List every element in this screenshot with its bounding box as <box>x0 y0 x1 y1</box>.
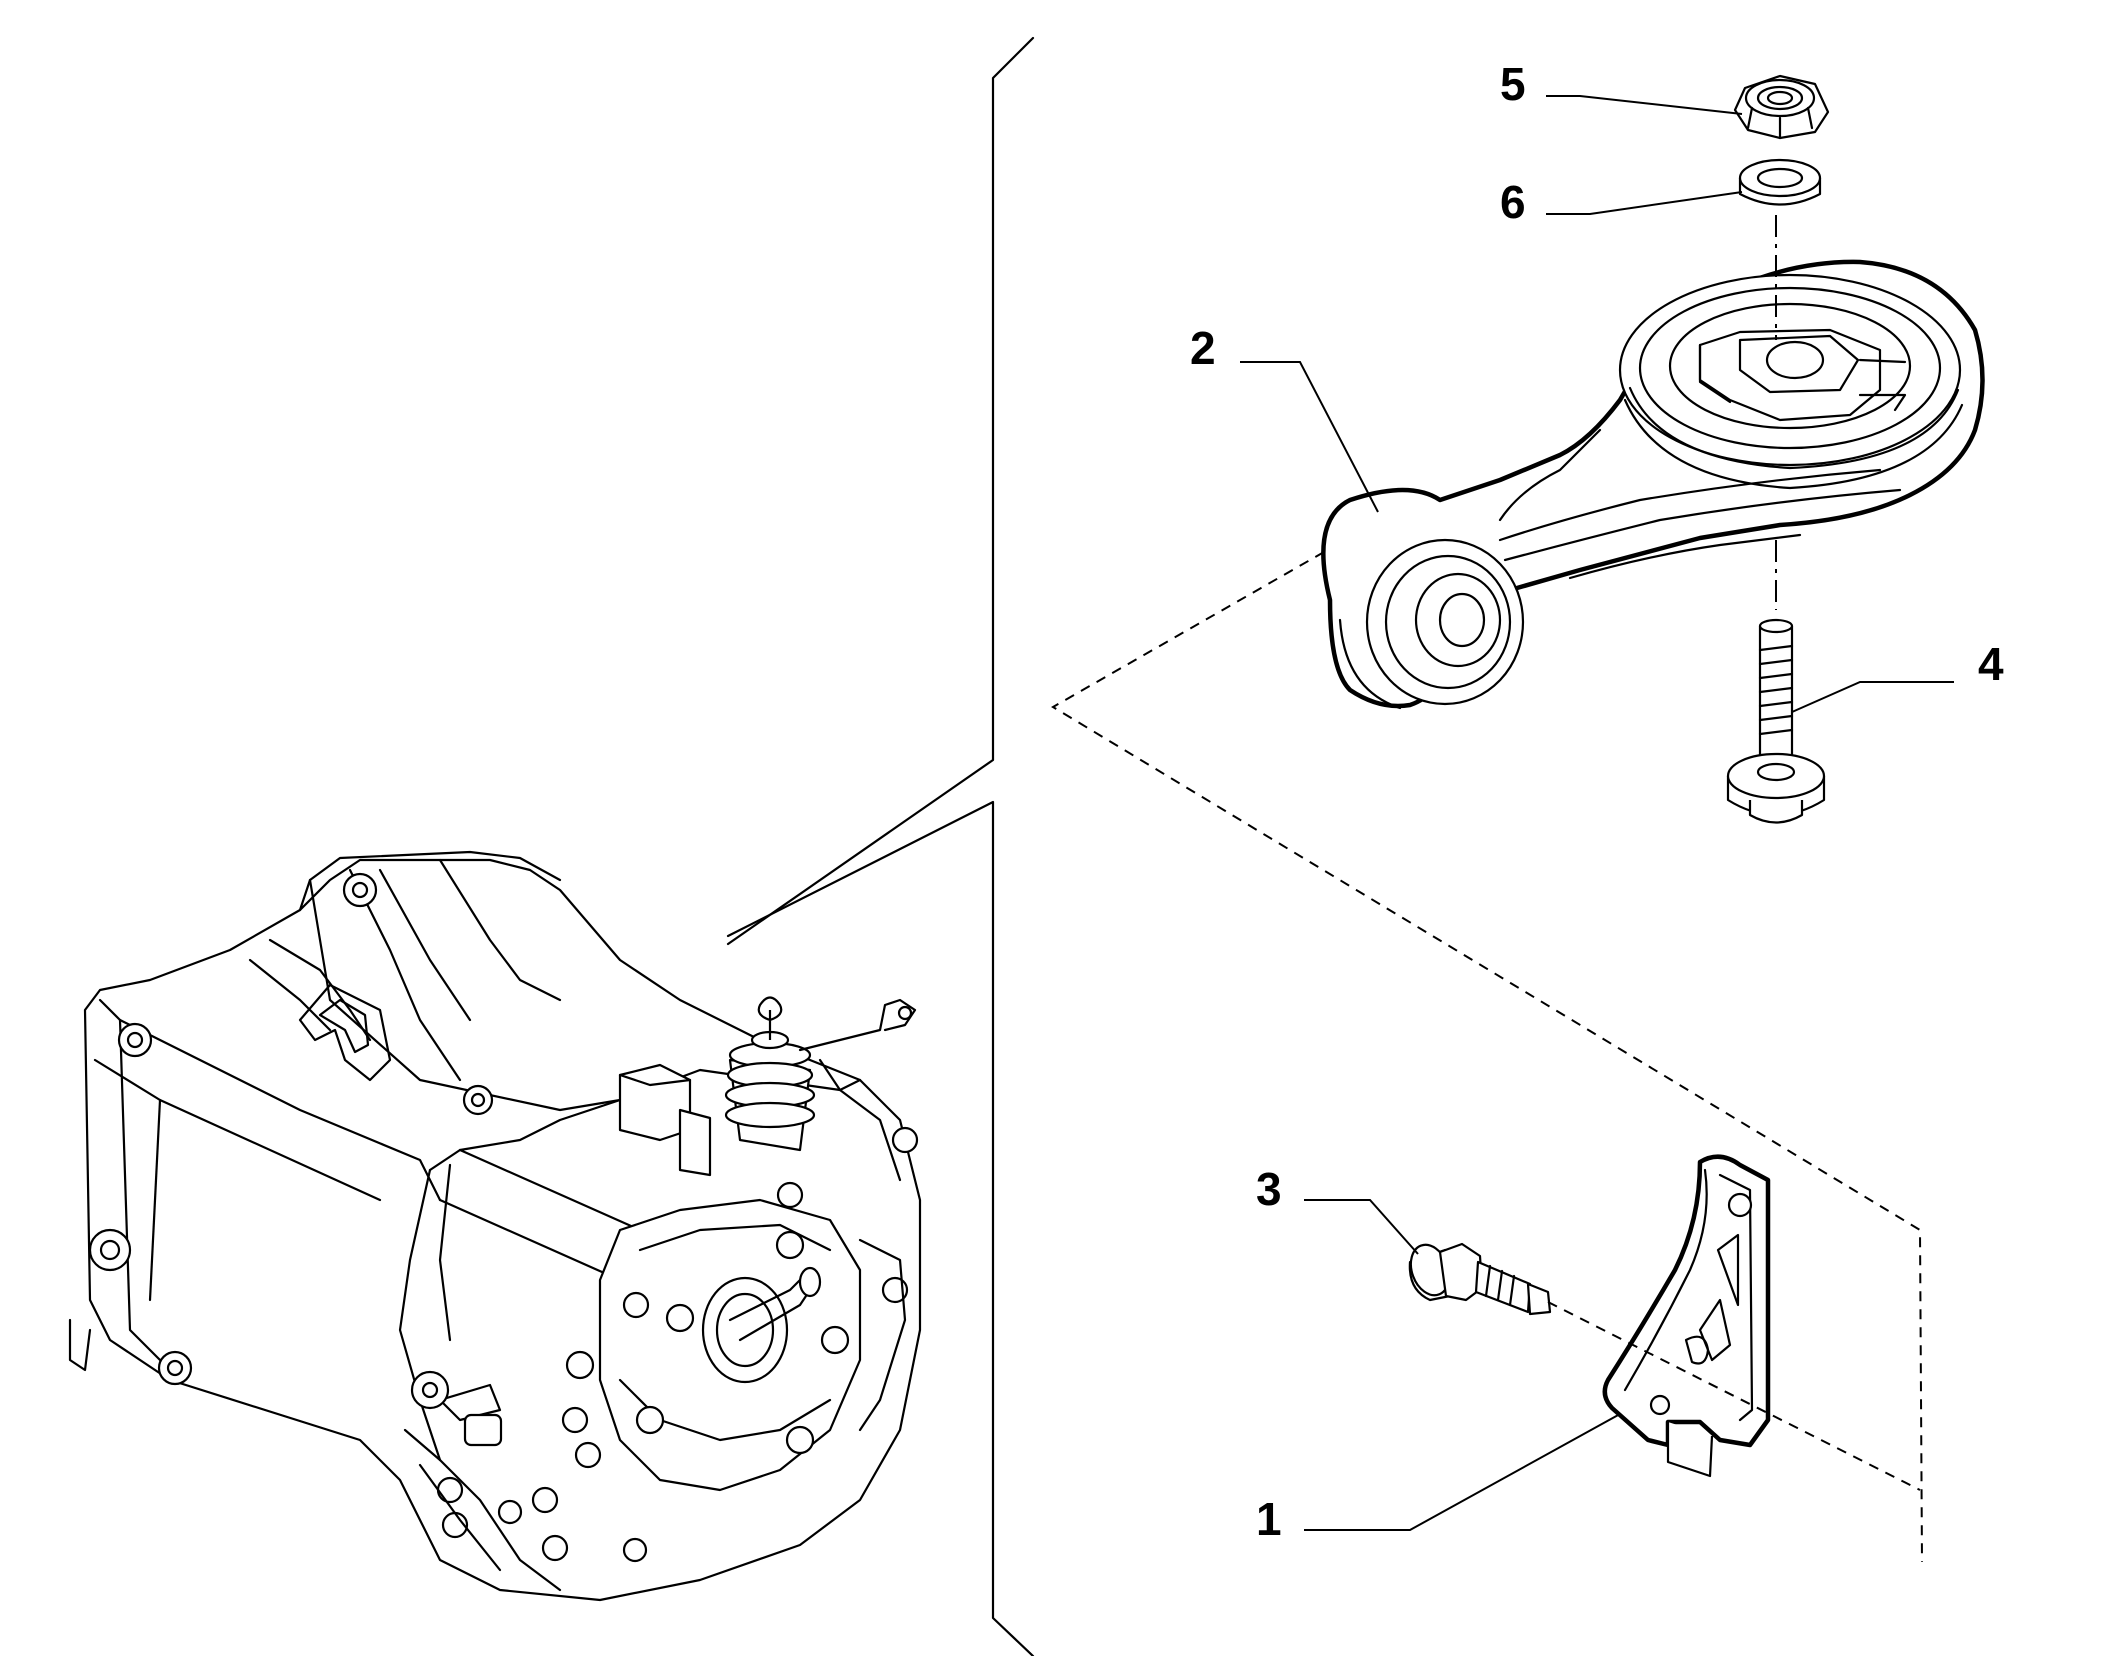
flange-bolt-part <box>1408 1242 1552 1316</box>
callout-1: 1 <box>1256 1413 1621 1545</box>
bracket-part <box>1602 1154 1771 1478</box>
callout-label-3: 3 <box>1256 1163 1282 1215</box>
leader-line-5 <box>1546 95 1743 115</box>
divider-bracket-line <box>726 36 1035 1656</box>
gearbox-housing-illustration <box>68 850 922 1602</box>
callout-2: 2 <box>1190 322 1379 513</box>
callout-6: 6 <box>1500 176 1743 228</box>
bolt-axis-dashed <box>1547 1301 1921 1491</box>
leader-line-6 <box>1546 191 1743 215</box>
leader-line-2 <box>1240 361 1379 513</box>
nut-part <box>1733 74 1830 140</box>
callout-label-6: 6 <box>1500 176 1526 228</box>
callout-label-5: 5 <box>1500 58 1526 110</box>
long-bolt-part <box>1726 618 1826 824</box>
leader-line-1 <box>1304 1413 1621 1531</box>
assembly-plane-dashed <box>1051 551 1923 1563</box>
washer-part <box>1738 158 1822 206</box>
callout-label-1: 1 <box>1256 1493 1282 1545</box>
callout-label-2: 2 <box>1190 322 1216 374</box>
engine-mount-part <box>1321 259 1985 710</box>
callout-5: 5 <box>1500 58 1743 115</box>
callout-3: 3 <box>1256 1163 1419 1255</box>
leader-line-4 <box>1791 681 1954 713</box>
leader-line-3 <box>1304 1199 1419 1255</box>
callout-4: 4 <box>1791 638 2004 713</box>
callout-label-4: 4 <box>1978 638 2004 690</box>
